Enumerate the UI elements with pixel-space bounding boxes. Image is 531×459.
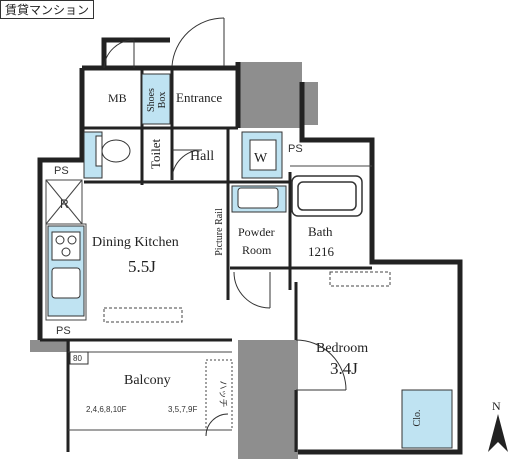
balcony-label: Balcony — [124, 373, 171, 388]
kitchen-sink — [51, 267, 81, 299]
bath-label: Bath — [308, 224, 333, 239]
toilet-label: Toilet — [148, 139, 163, 170]
marker-label: 80 — [73, 354, 82, 363]
entrance-label: Entrance — [176, 90, 222, 105]
closet-label: Clo. — [412, 410, 423, 427]
bedroom-label: Bedroom — [316, 341, 368, 356]
bedroom-size: 3.4J — [330, 359, 358, 378]
shoes-box-label-1: Shoes — [146, 88, 157, 112]
ps-left-bottom-label: PS — [56, 325, 71, 337]
balcony-floors-right: 3,5,7,9F — [168, 405, 197, 414]
property-type-badge: 賃貸マンション — [0, 0, 95, 19]
powder-basin — [237, 187, 279, 209]
dining-kitchen-size: 5.5J — [128, 257, 156, 276]
shoes-box-label-2: Box — [157, 92, 168, 109]
north-arrow — [488, 414, 508, 452]
washer-box — [249, 139, 277, 171]
structural-columns — [30, 62, 318, 459]
stove-fixture — [51, 231, 81, 261]
powder-label-2: Room — [242, 243, 272, 257]
picture-rail-label: Picture Rail — [214, 208, 225, 256]
bath-size: 1216 — [308, 244, 335, 259]
thin-lines — [45, 165, 391, 431]
mb-label: MB — [108, 91, 127, 105]
outer-walls — [37, 37, 463, 455]
r-label: R — [60, 197, 69, 211]
balcony-floors-left: 2,4,6,8,10F — [86, 405, 127, 414]
dining-kitchen-label: Dining Kitchen — [92, 235, 179, 250]
ps-left-top-label: PS — [54, 165, 69, 177]
hatch-label: ハッチ — [218, 380, 228, 407]
toilet-fixture — [95, 135, 131, 167]
hall-label: Hall — [190, 149, 214, 164]
w-label: W — [254, 151, 268, 166]
powder-label-1: Powder — [238, 225, 275, 239]
marker-box — [69, 351, 89, 365]
door-swings — [103, 17, 347, 437]
north-label: N — [492, 399, 501, 413]
bathtub-fixture — [291, 175, 363, 217]
interior-walls — [40, 70, 372, 452]
ps-top-label: PS — [288, 143, 303, 155]
